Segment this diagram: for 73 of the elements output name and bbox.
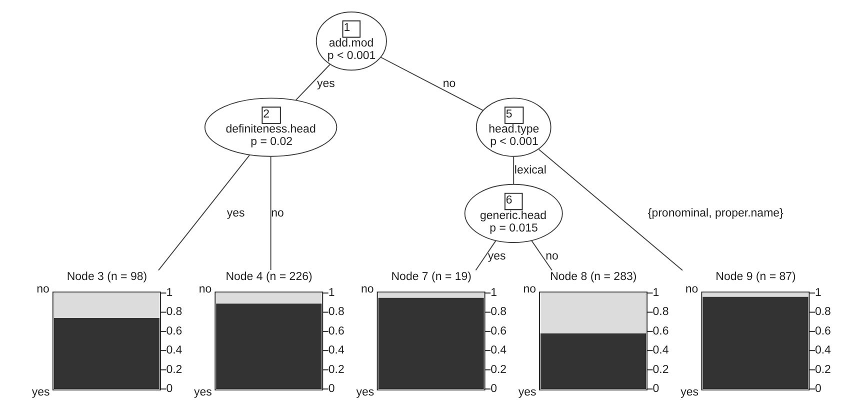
bar [540, 293, 646, 334]
node-label: yes [194, 386, 212, 398]
node-label: 0 [166, 382, 172, 395]
bar [53, 318, 159, 389]
bar [378, 293, 484, 298]
connector [294, 64, 330, 101]
node-label: 0.4 [490, 344, 506, 357]
node-label: 1 [328, 286, 334, 299]
node-label: no [684, 284, 698, 296]
connector [270, 156, 271, 271]
node-label: 0.2 [166, 364, 182, 376]
node-label: 0.8 [652, 306, 668, 318]
connector [474, 240, 496, 271]
bar [216, 304, 322, 389]
node-label: 0.6 [652, 325, 668, 338]
node-label: 0 [328, 382, 334, 395]
bar [540, 333, 646, 389]
connector [512, 156, 514, 184]
node-ellipse: 6 generic.head p = 0.015 [464, 184, 562, 244]
connector [530, 240, 552, 271]
edge-label: {pronominal, proper.name} [647, 207, 783, 220]
node-label: 0.4 [652, 344, 668, 357]
edge-label: no [442, 78, 456, 90]
node-label: 0.8 [814, 306, 830, 318]
node-label: 0.4 [166, 344, 182, 357]
node-label: 1 [814, 286, 821, 299]
edge-label: yes [226, 207, 244, 220]
node-label: 0 [490, 382, 496, 395]
node-label: 0 [652, 382, 659, 395]
edge-label: yes [487, 250, 506, 263]
node-label: 1 [652, 286, 659, 299]
node-label: 0.6 [328, 325, 344, 338]
node-label: no [36, 284, 49, 296]
connector [380, 56, 484, 111]
node-label: Node 9 (n = 87) [715, 271, 796, 284]
node-label: yes [680, 386, 698, 398]
node-label: Node 4 (n = 226) [225, 271, 312, 284]
connector [538, 148, 683, 271]
node-label: 1 [490, 286, 496, 299]
node-ellipse: 5 head.type p < 0.001 [475, 98, 551, 157]
edge-label: yes [316, 78, 334, 90]
node-label: no [522, 284, 536, 296]
node-label: 0.4 [814, 344, 830, 357]
node-label: 0.6 [814, 325, 830, 338]
edge-label: no [545, 250, 558, 263]
node-ellipse: 2 definiteness.head p = 0.02 [204, 98, 337, 157]
node-label: 0.4 [328, 344, 344, 357]
node-label: yes [356, 386, 374, 398]
connector [158, 154, 250, 271]
node-label: 0.2 [652, 364, 668, 376]
node-label: no [198, 284, 212, 296]
node-label: no [360, 284, 374, 296]
node-ellipse: 1 add.mod p < 0.001 [315, 12, 386, 71]
node-label: 0.2 [328, 364, 344, 376]
bar [216, 293, 322, 304]
edge-label: no [270, 207, 284, 220]
node-label: 0.2 [814, 364, 830, 376]
node-label: 0.2 [490, 364, 506, 376]
node-label: Node 7 (n = 19) [390, 271, 471, 284]
node-label: Node 3 (n = 98) [66, 271, 147, 284]
bar [53, 293, 159, 318]
edge-label: lexical [514, 164, 546, 176]
node-label: 0 [814, 382, 821, 395]
node-label: 0.6 [490, 325, 506, 338]
node-label: 0.8 [328, 306, 344, 318]
node-label: yes [31, 386, 50, 398]
node-label: yes [518, 386, 536, 398]
bar [702, 293, 808, 297]
node-label: 1 [166, 286, 172, 299]
node-label: Node 8 (n = 283) [550, 271, 636, 284]
node-label: 0.8 [490, 306, 506, 318]
node-label: 0.8 [166, 306, 182, 318]
node-label: 0.6 [166, 325, 182, 338]
